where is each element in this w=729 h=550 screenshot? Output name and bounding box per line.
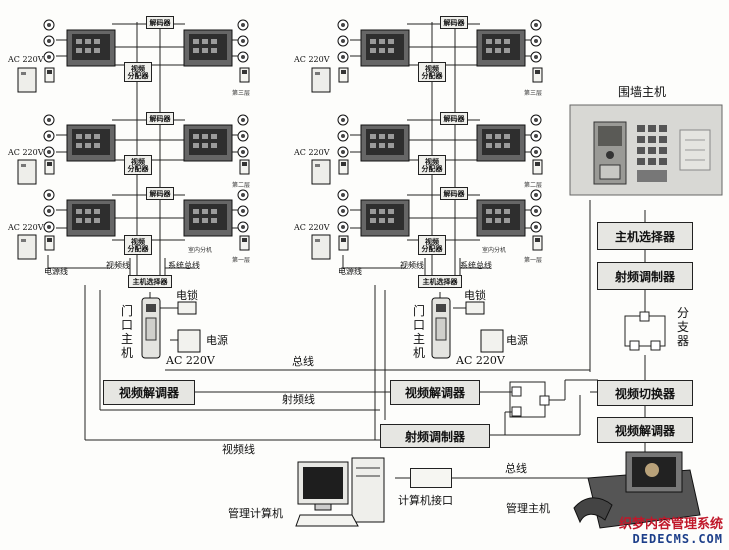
management-pc-label: 管理计算机 [228, 507, 283, 520]
door-host-label: 门口主机 [120, 304, 133, 360]
branch-label: 分支器 [676, 306, 689, 348]
floor-label: 第三层 [232, 90, 251, 97]
decoder-box: 解码器 [440, 16, 468, 29]
decoder-box: 解码器 [440, 187, 468, 200]
bus-label: 总线 [505, 462, 527, 475]
ac-label: AC 220V [294, 223, 330, 232]
indoor-unit-label: 室内分机 [188, 247, 213, 254]
power-line-label: 电源线 [44, 267, 68, 276]
bus-label: 总线 [292, 355, 314, 368]
door-station-right [431, 297, 504, 359]
ac-label: AC 220V [166, 354, 215, 367]
ac-label: AC 220V [294, 148, 330, 157]
electric-lock-label: 电锁 [464, 289, 486, 302]
rf-modulator-box: 射频调制器 [380, 424, 490, 448]
computer-interface-box [410, 468, 452, 488]
video-demodulator-box: 视频解调器 [597, 417, 693, 443]
ac-label: AC 220V [8, 55, 44, 64]
rf-modulator-box: 射频调制器 [597, 262, 693, 290]
system-bus-label: 系统总线 [168, 261, 200, 270]
video-line-label: 视频线 [106, 261, 130, 270]
video-splitter-box: 视频 分配器 [418, 62, 446, 82]
ac-label: AC 220V [294, 55, 330, 64]
indoor-unit-label: 室内分机 [482, 247, 507, 254]
video-line-label: 视频线 [222, 443, 255, 456]
rf-line-label: 射频线 [282, 393, 315, 406]
ac-label: AC 220V [456, 354, 505, 367]
ac-label: AC 220V [8, 148, 44, 157]
power-label: 电源 [506, 334, 528, 347]
video-splitter-box: 视频 分配器 [124, 155, 152, 175]
video-splitter-box: 视频 分配器 [418, 155, 446, 175]
computer-interface-label: 计算机接口 [398, 494, 453, 507]
host-selector-small-box: 主机选择器 [128, 275, 172, 288]
decoder-box: 解码器 [146, 187, 174, 200]
electric-lock-label: 电锁 [176, 289, 198, 302]
floor-label: 第一层 [232, 257, 251, 264]
floor-label: 第三层 [524, 90, 543, 97]
floor-label: 第二层 [232, 182, 251, 189]
power-label: 电源 [206, 334, 228, 347]
decoder-box: 解码器 [440, 112, 468, 125]
management-computer-drawing [295, 457, 385, 527]
door-host-label: 门口主机 [412, 304, 425, 360]
video-switcher-box: 视频切换器 [597, 380, 693, 406]
wall-host-panel [569, 104, 723, 196]
video-splitter-box: 视频 分配器 [124, 235, 152, 255]
watermark-cn: 织梦内容管理系统 [618, 517, 723, 532]
video-demodulator-box: 视频解调器 [103, 380, 195, 405]
ac-label: AC 220V [8, 223, 44, 232]
watermark-en: DEDECMS.COM [632, 532, 723, 546]
power-line-label: 电源线 [338, 267, 362, 276]
video-demodulator-box: 视频解调器 [390, 380, 480, 405]
host-selector-small-box: 主机选择器 [418, 275, 462, 288]
main-wiring [395, 200, 666, 479]
floor-label: 第二层 [524, 182, 543, 189]
wall-host-title: 围墙主机 [618, 85, 667, 99]
door-station-left [141, 297, 201, 359]
decoder-box: 解码器 [146, 16, 174, 29]
video-splitter-box: 视频 分配器 [124, 62, 152, 82]
management-host-label: 管理主机 [506, 502, 550, 515]
video-line-label: 视频线 [400, 261, 424, 270]
decoder-box: 解码器 [146, 112, 174, 125]
management-host-drawing [573, 451, 701, 529]
host-selector-box: 主机选择器 [597, 222, 693, 250]
system-bus-label: 系统总线 [460, 261, 492, 270]
watermark: 织梦内容管理系统 DEDECMS.COM [619, 513, 723, 546]
coupler-nodes [511, 311, 661, 417]
video-splitter-box: 视频 分配器 [418, 235, 446, 255]
floor-label: 第一层 [524, 257, 543, 264]
